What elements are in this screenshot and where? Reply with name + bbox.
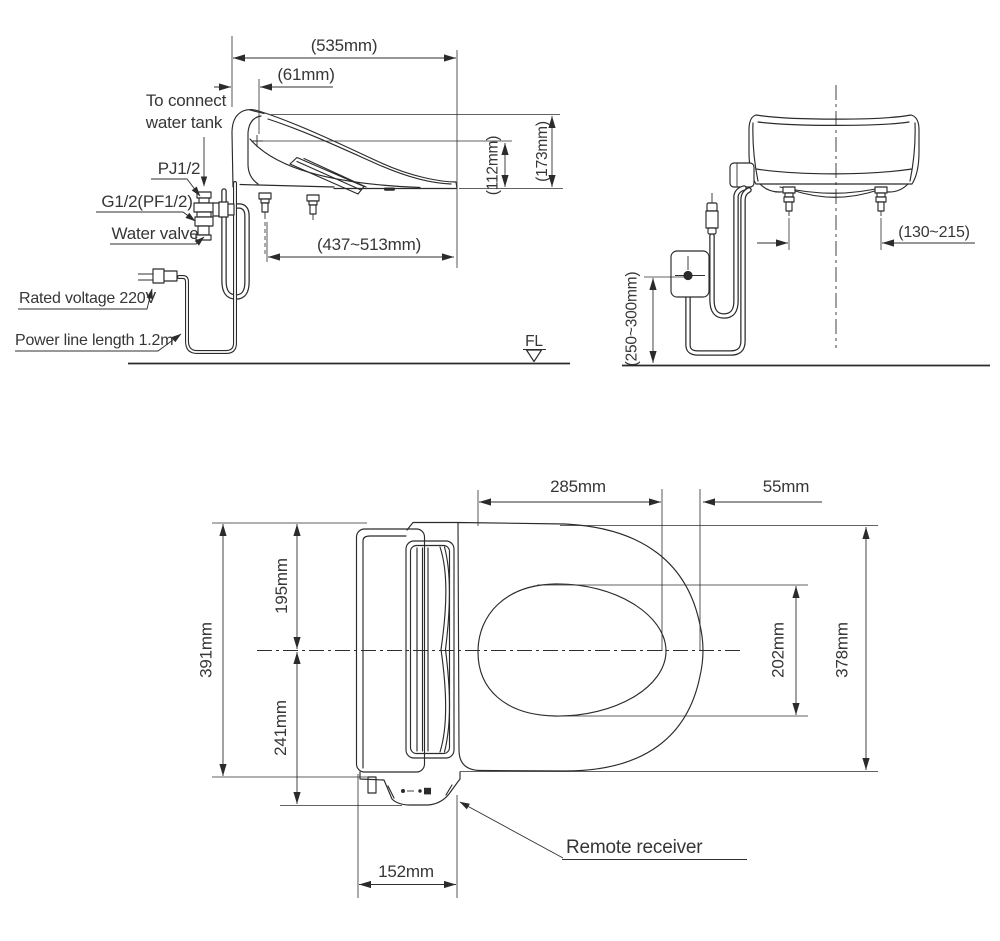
rear-plumbing	[670, 185, 752, 356]
side-fitting-front	[258, 192, 272, 254]
water-valve-assembly	[193, 191, 235, 241]
label-power-line: Power line length 1.2m	[15, 332, 173, 349]
dim-seat-width: 378mm	[833, 622, 852, 678]
dim-seat-height: (112mm)	[485, 136, 502, 195]
dim-center-to-rear: 241mm	[271, 700, 290, 756]
top-unit-outline	[355, 521, 459, 773]
rear-dimensions: (130~215) (250~300mm)	[624, 218, 975, 367]
label-g-fitting: G1/2(PF1/2)	[101, 192, 192, 211]
top-upper-dimensions: 285mm 55mm	[477, 477, 822, 651]
dim-center-to-front: 195mm	[272, 558, 291, 614]
side-labels: To connect water tank PJ1/2 G1/2(PF1/2) …	[15, 91, 227, 352]
label-floor-level: FL	[525, 333, 543, 350]
label-remote-receiver: Remote receiver	[566, 837, 703, 858]
rear-view-drawing: (130~215) (250~300mm)	[622, 85, 990, 366]
receiver-dimension: 152mm	[357, 774, 458, 898]
label-to-connect-2: water tank	[145, 113, 223, 132]
dim-overall-height: (173mm)	[534, 121, 551, 182]
dim-hose-height: (250~300mm)	[624, 272, 641, 367]
label-water-valve: Water valve	[112, 224, 199, 243]
side-seat-outline	[231, 109, 458, 254]
seat-opening	[477, 583, 667, 717]
reference-cross-mark	[251, 135, 263, 147]
wall-outlet	[670, 250, 710, 298]
top-view-drawing: 391mm 195mm 241mm 285mm 55mm 202mm 378mm	[197, 477, 878, 898]
dim-bolt-spacing: (130~215)	[898, 224, 970, 241]
top-lid-outline	[457, 521, 704, 772]
rear-bolt-left	[782, 186, 796, 216]
power-plug	[138, 268, 178, 284]
top-right-dimensions: 202mm 378mm	[460, 525, 878, 772]
dim-overall-length: (535mm)	[311, 36, 378, 55]
label-rated-voltage: Rated voltage 220V	[19, 290, 156, 307]
top-left-dimensions: 391mm 195mm 241mm	[197, 522, 402, 806]
rear-bolt-right	[874, 186, 888, 216]
dim-length-to-nozzle: 285mm	[550, 477, 606, 496]
inline-connector	[705, 193, 719, 235]
rear-unit-outline	[729, 114, 920, 216]
label-pj-fitting: PJ1/2	[158, 159, 200, 178]
dim-overall-width: 391mm	[197, 622, 216, 678]
side-fitting-rear	[306, 194, 320, 220]
dim-receiver-width: 152mm	[378, 862, 434, 881]
side-view-drawing: (535mm) (61mm) (173mm) (112mm) (437~513m…	[15, 36, 570, 365]
floor-level-symbol: FL	[523, 333, 546, 363]
side-dimensions: (535mm) (61mm) (173mm) (112mm) (437~513m…	[214, 36, 563, 268]
dim-tip-offset: (61mm)	[277, 65, 334, 84]
side-plumbing	[138, 181, 250, 354]
remote-receiver-shape	[359, 771, 461, 806]
dim-depth-range: (437~513mm)	[317, 235, 421, 254]
dim-nozzle-to-edge: 55mm	[763, 477, 809, 496]
receiver-icon	[401, 787, 431, 795]
dim-opening-width: 202mm	[769, 622, 788, 678]
remote-receiver-label: Remote receiver	[459, 801, 747, 860]
label-to-connect-1: To connect	[146, 91, 227, 110]
